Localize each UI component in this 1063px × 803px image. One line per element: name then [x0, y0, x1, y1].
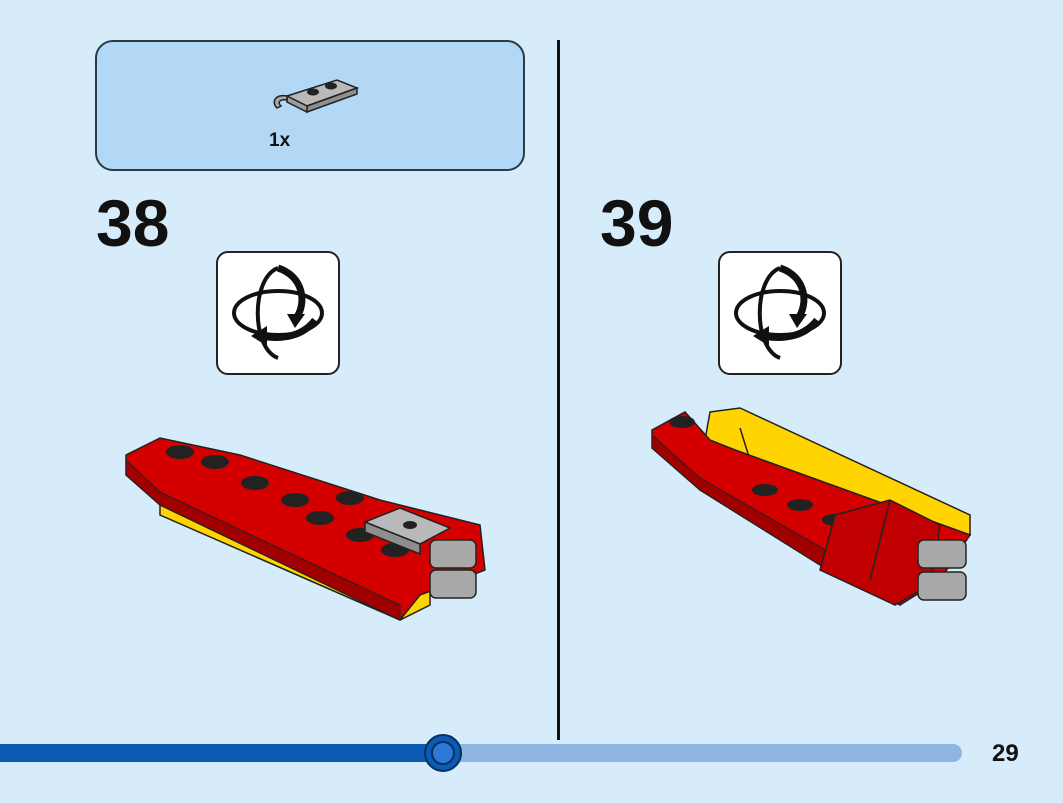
page-number: 29 [992, 740, 1019, 767]
step-divider [557, 40, 560, 740]
rotate-model-icon [216, 251, 340, 375]
progress-fill [0, 744, 443, 762]
step-number-38: 38 [96, 186, 170, 260]
rotate-model-icon [718, 251, 842, 375]
part-quantity: 1x [269, 130, 291, 151]
model-step-39 [651, 407, 972, 606]
progress-knob [424, 734, 462, 772]
gray-clip-plate-icon [273, 79, 360, 114]
step-number-39: 39 [600, 186, 674, 260]
model-step-38 [125, 437, 486, 621]
parts-callout: 1x [95, 40, 525, 171]
